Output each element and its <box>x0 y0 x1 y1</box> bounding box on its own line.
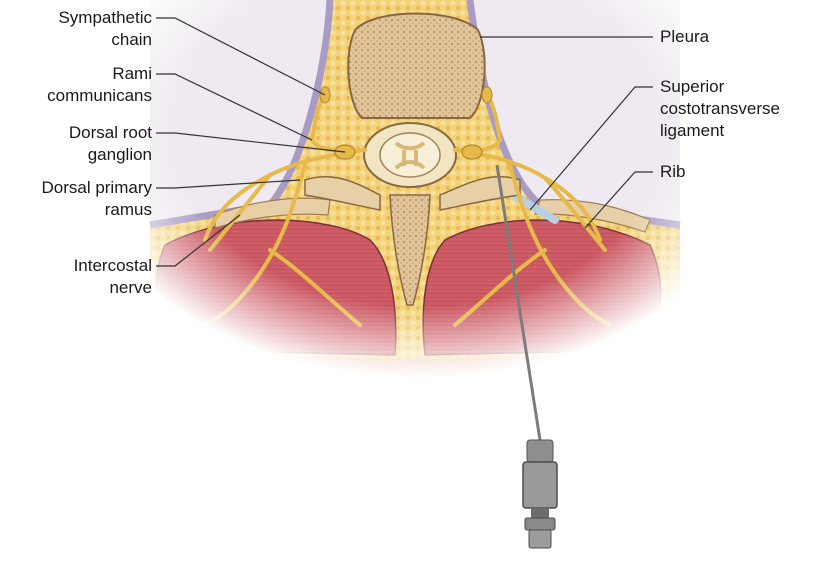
vignette <box>140 0 700 390</box>
label-sympathetic-chain: Sympathetic chain <box>58 7 152 51</box>
label-rami-communicans: Rami communicans <box>47 63 152 107</box>
needle-tip-cap <box>529 530 551 548</box>
label-dorsal-root-ganglion: Dorsal root ganglion <box>69 122 152 166</box>
needle-grip <box>523 462 557 508</box>
label-superior-costotransverse-ligament: Superior costotransverse ligament <box>660 76 780 142</box>
needle-collar <box>531 508 549 518</box>
needle-hub <box>527 440 553 462</box>
label-dorsal-primary-ramus: Dorsal primary ramus <box>41 177 152 221</box>
label-rib: Rib <box>660 161 686 183</box>
label-pleura: Pleura <box>660 26 709 48</box>
label-intercostal-nerve: Intercostal nerve <box>74 255 152 299</box>
needle-base <box>525 518 555 530</box>
